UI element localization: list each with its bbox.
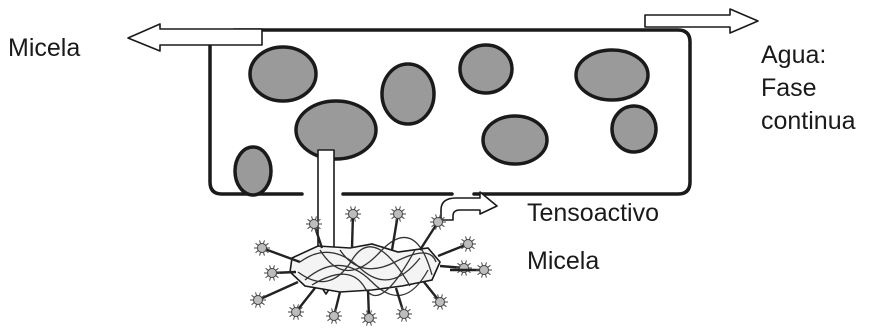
label-continua: continua (761, 107, 856, 135)
surfactant-head (361, 310, 377, 326)
micelle-tail-tangle (319, 236, 433, 276)
surfactant-head (432, 294, 448, 310)
surfactant-tail (257, 280, 299, 302)
surfactant-head (288, 304, 304, 320)
droplet (481, 114, 549, 166)
surfactant-head (250, 292, 266, 308)
droplet (248, 45, 318, 103)
droplet (458, 43, 514, 95)
micelle-tail-tangle (304, 264, 429, 297)
micelle-icon (250, 206, 492, 326)
droplet (294, 99, 378, 161)
micelle-tail-tangle (311, 249, 416, 297)
surfactant-tail (350, 213, 355, 249)
label-tensoactivo: Tensoactivo (527, 199, 660, 227)
surfactant-head (306, 216, 322, 232)
droplet (380, 62, 436, 126)
surfactant-head (460, 236, 476, 252)
surfactant-head (476, 262, 492, 278)
label-fase: Fase (761, 74, 817, 102)
surfactant-head (254, 240, 270, 256)
droplets-group (233, 43, 658, 197)
surfactant-head (430, 214, 446, 230)
droplet (610, 104, 658, 154)
surfactant-tail (390, 213, 400, 251)
curved-arrow-icon (440, 191, 498, 221)
label-micela-top: Micela (8, 34, 81, 62)
label-agua: Agua: (761, 41, 827, 69)
surfactant-tail (437, 242, 469, 258)
surfactant-head (390, 206, 406, 222)
arrow-right-icon (644, 8, 759, 34)
droplet (233, 145, 273, 197)
label-micela-bottom: Micela (527, 247, 600, 275)
surfactant-head (456, 260, 472, 276)
micelle-tail-tangle (297, 246, 411, 287)
droplet (574, 48, 650, 102)
micelle-tail-tangle (339, 249, 437, 270)
surfactant-head (264, 265, 280, 281)
surfactant-tail (295, 287, 316, 313)
arrow-left-icon (127, 23, 263, 52)
surfactant-tail (418, 221, 440, 251)
surfactant-tail (261, 246, 301, 264)
surfactant-head (345, 206, 361, 222)
surfactant-head (396, 306, 412, 322)
surfactant-head (326, 308, 342, 324)
